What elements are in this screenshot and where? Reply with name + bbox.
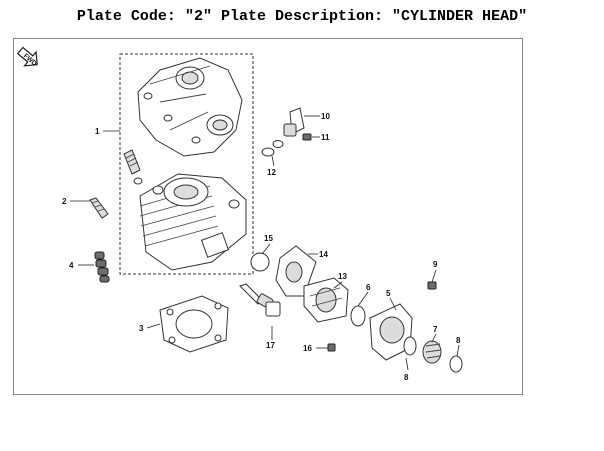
part-6-oring xyxy=(350,305,366,327)
callout-12: 12 xyxy=(267,168,276,177)
callout-6: 6 xyxy=(366,283,371,292)
plate-code-value: "2" xyxy=(184,8,212,25)
callout-labels: 1 2 3 4 5 6 7 8 8 9 10 11 12 13 14 15 16… xyxy=(62,112,461,382)
part-4-dowels xyxy=(94,251,110,283)
part-8-ring-right xyxy=(449,355,463,373)
part-15-gasket xyxy=(250,252,270,272)
plate-header: Plate Code: "2" Plate Description: "CYLI… xyxy=(0,8,604,25)
callout-4: 4 xyxy=(69,261,74,270)
callout-14: 14 xyxy=(319,250,328,259)
callout-2: 2 xyxy=(62,197,67,206)
assembly-group-box xyxy=(119,53,254,275)
fwd-arrow-icon: FWD xyxy=(16,46,38,68)
plate-code-label: Plate Code: xyxy=(76,8,176,25)
cylinder-head-cover xyxy=(137,57,243,157)
callout-7: 7 xyxy=(433,325,438,334)
callout-16: 16 xyxy=(303,344,312,353)
callout-13: 13 xyxy=(338,272,347,281)
callout-8-right: 8 xyxy=(456,336,461,345)
plate-description-value: "CYLINDER HEAD" xyxy=(392,8,528,25)
callout-3: 3 xyxy=(139,324,144,333)
part-2-stud xyxy=(89,197,109,219)
part-7-thermostat xyxy=(422,340,442,364)
part-17-sensor xyxy=(239,283,281,317)
part-5-housing xyxy=(369,303,413,361)
leader-lines xyxy=(70,115,460,371)
plate-description-label: Plate Description: xyxy=(221,8,384,25)
callout-10: 10 xyxy=(321,112,330,121)
cover-bolt xyxy=(123,149,143,185)
callout-1: 1 xyxy=(95,127,100,136)
part-11-bolt xyxy=(302,133,312,141)
part-3-head-gasket xyxy=(159,295,229,353)
part-12-orings xyxy=(261,140,284,157)
part-9-bolt xyxy=(427,281,437,290)
part-8-ring-left xyxy=(403,336,417,356)
cylinder-head xyxy=(139,173,247,271)
callout-9: 9 xyxy=(433,260,438,269)
callout-17: 17 xyxy=(266,341,275,350)
diagram-frame xyxy=(13,38,523,395)
part-14-manifold xyxy=(275,245,317,297)
callout-5: 5 xyxy=(386,289,391,298)
callout-8-left: 8 xyxy=(404,373,409,382)
callout-15: 15 xyxy=(264,234,273,243)
part-16-bolt xyxy=(327,343,336,352)
part-10-sleeve xyxy=(283,107,305,137)
part-13-insulator xyxy=(303,277,349,323)
callout-11: 11 xyxy=(321,133,330,142)
